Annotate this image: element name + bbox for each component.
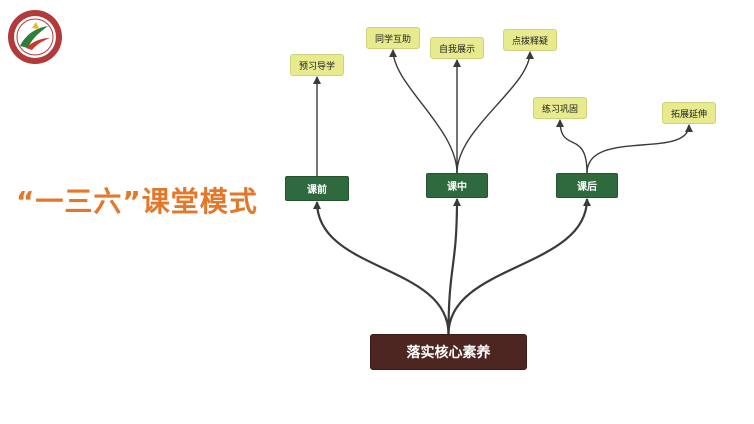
task-node-guidance: 点拨释疑 xyxy=(503,29,557,51)
task-label: 练习巩固 xyxy=(541,104,578,115)
task-label: 同学互助 xyxy=(374,34,411,45)
task-node-peer-help: 同学互助 xyxy=(366,27,420,49)
task-label: 自我展示 xyxy=(438,44,475,55)
connector-stage-2-to-task-1 xyxy=(586,124,693,174)
connector-root-to-stage-2 xyxy=(447,198,591,335)
connector-stage-1-to-task-0 xyxy=(389,49,458,174)
connector-stage-2-to-task-0 xyxy=(556,119,588,174)
task-node-self-show: 自我展示 xyxy=(430,37,484,59)
task-node-extension: 拓展延伸 xyxy=(662,102,716,124)
root-label: 落实核心素养 xyxy=(406,345,491,361)
connector-root-to-stage-0 xyxy=(313,201,450,335)
connector-stage-1-to-task-2 xyxy=(456,51,534,174)
task-label: 点拨释疑 xyxy=(511,36,548,47)
connector-root-to-stage-1 xyxy=(447,198,461,335)
stage-label: 课前 xyxy=(307,185,327,196)
task-node-practice: 练习巩固 xyxy=(533,97,587,119)
root-node: 落实核心素养 xyxy=(370,334,527,370)
stage-label: 课后 xyxy=(577,182,597,193)
stage-label: 课中 xyxy=(447,182,467,193)
task-node-preview: 预习导学 xyxy=(290,54,344,76)
page-title: “一三六”课堂模式 xyxy=(16,185,258,218)
stage-node-during-class: 课中 xyxy=(426,173,488,198)
task-label: 拓展延伸 xyxy=(670,109,707,120)
stage-node-after-class: 课后 xyxy=(556,173,618,198)
school-emblem-icon xyxy=(8,10,62,64)
task-label: 预习导学 xyxy=(298,61,335,72)
stage-node-before-class: 课前 xyxy=(285,176,349,201)
